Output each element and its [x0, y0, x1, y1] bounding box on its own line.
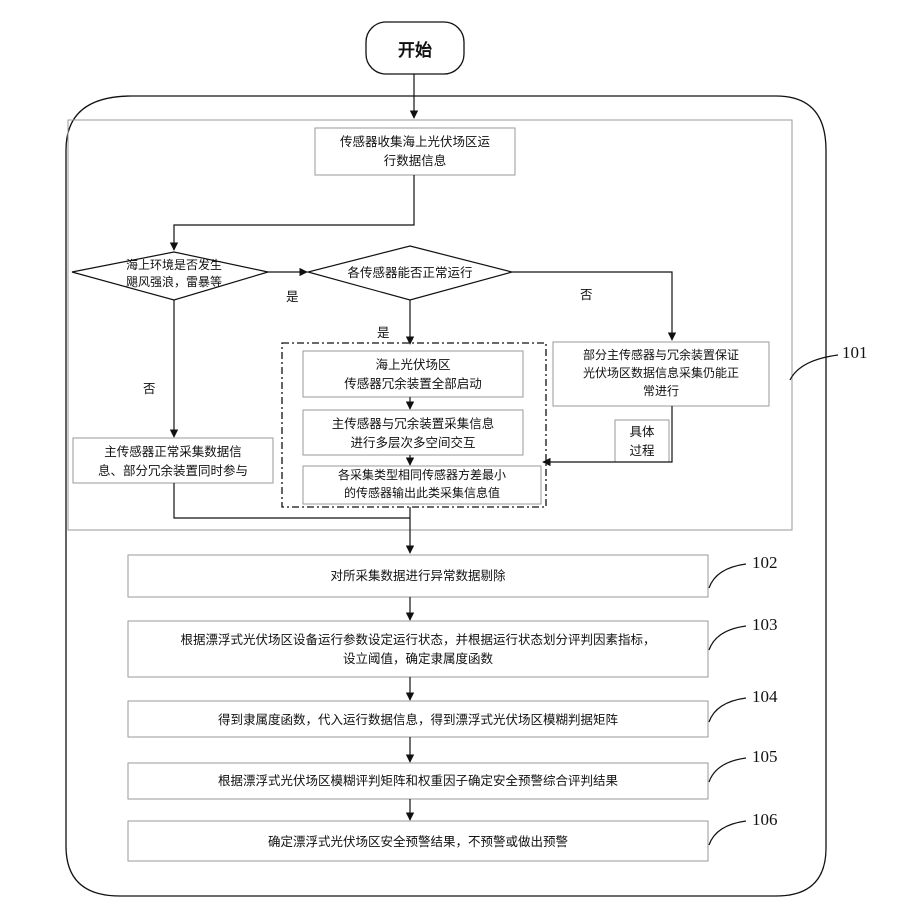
- ref-105: 105: [752, 747, 778, 767]
- ref-106-leader: [709, 821, 746, 845]
- process-label-text: 具体 过程: [615, 422, 669, 460]
- edge-label-no-1: 否: [143, 378, 156, 397]
- ref-102-leader: [709, 564, 746, 588]
- sensor-check-text: 各传感器能否正常运行: [308, 263, 512, 282]
- step-105-text: 根据漂浮式光伏场区模糊评判矩阵和权重因子确定安全预警综合评判结果: [128, 771, 708, 790]
- multi-interact-text: 主传感器与冗余装置采集信息 进行多层次多空间交互: [303, 414, 523, 452]
- ref-101-leader: [790, 355, 838, 380]
- ref-104: 104: [752, 687, 778, 707]
- ref-104-leader: [709, 698, 746, 722]
- partial-redundant-text: 部分主传感器与冗余装置保证 光伏场区数据信息采集仍能正 常进行: [553, 346, 769, 400]
- edge-label-yes-2: 是: [377, 322, 390, 341]
- ref-106: 106: [752, 810, 778, 830]
- ref-102: 102: [752, 553, 778, 573]
- edge-label-no-2: 否: [580, 284, 593, 303]
- step-103-text: 根据漂浮式光伏场区设备运行参数设定运行状态，并根据运行状态划分评判因素指标， 设…: [128, 630, 708, 668]
- step-106-text: 确定漂浮式光伏场区安全预警结果，不预警或做出预警: [128, 832, 708, 851]
- ref-105-leader: [709, 758, 746, 782]
- ref-103: 103: [752, 615, 778, 635]
- all-start-text: 海上光伏场区 传感器冗余装置全部启动: [303, 355, 523, 393]
- step-104-text: 得到隶属度函数，代入运行数据信息，得到漂浮式光伏场区模糊判据矩阵: [128, 710, 708, 729]
- main-normal-text: 主传感器正常采集数据信 息、部分冗余装置同时参与: [73, 442, 273, 480]
- start-label: 开始: [366, 36, 464, 61]
- ref-101: 101: [842, 343, 868, 363]
- edge-label-yes-1: 是: [286, 286, 299, 305]
- collect-text: 传感器收集海上光伏场区运 行数据信息: [315, 132, 515, 170]
- min-variance-text: 各采集类型相同传感器方差最小 的传感器输出此类采集信息值: [303, 466, 541, 502]
- step-102-text: 对所采集数据进行异常数据剔除: [128, 566, 708, 585]
- ref-103-leader: [709, 626, 746, 650]
- env-check-text: 海上环境是否发生 飓风强浪，雷暴等: [82, 257, 266, 291]
